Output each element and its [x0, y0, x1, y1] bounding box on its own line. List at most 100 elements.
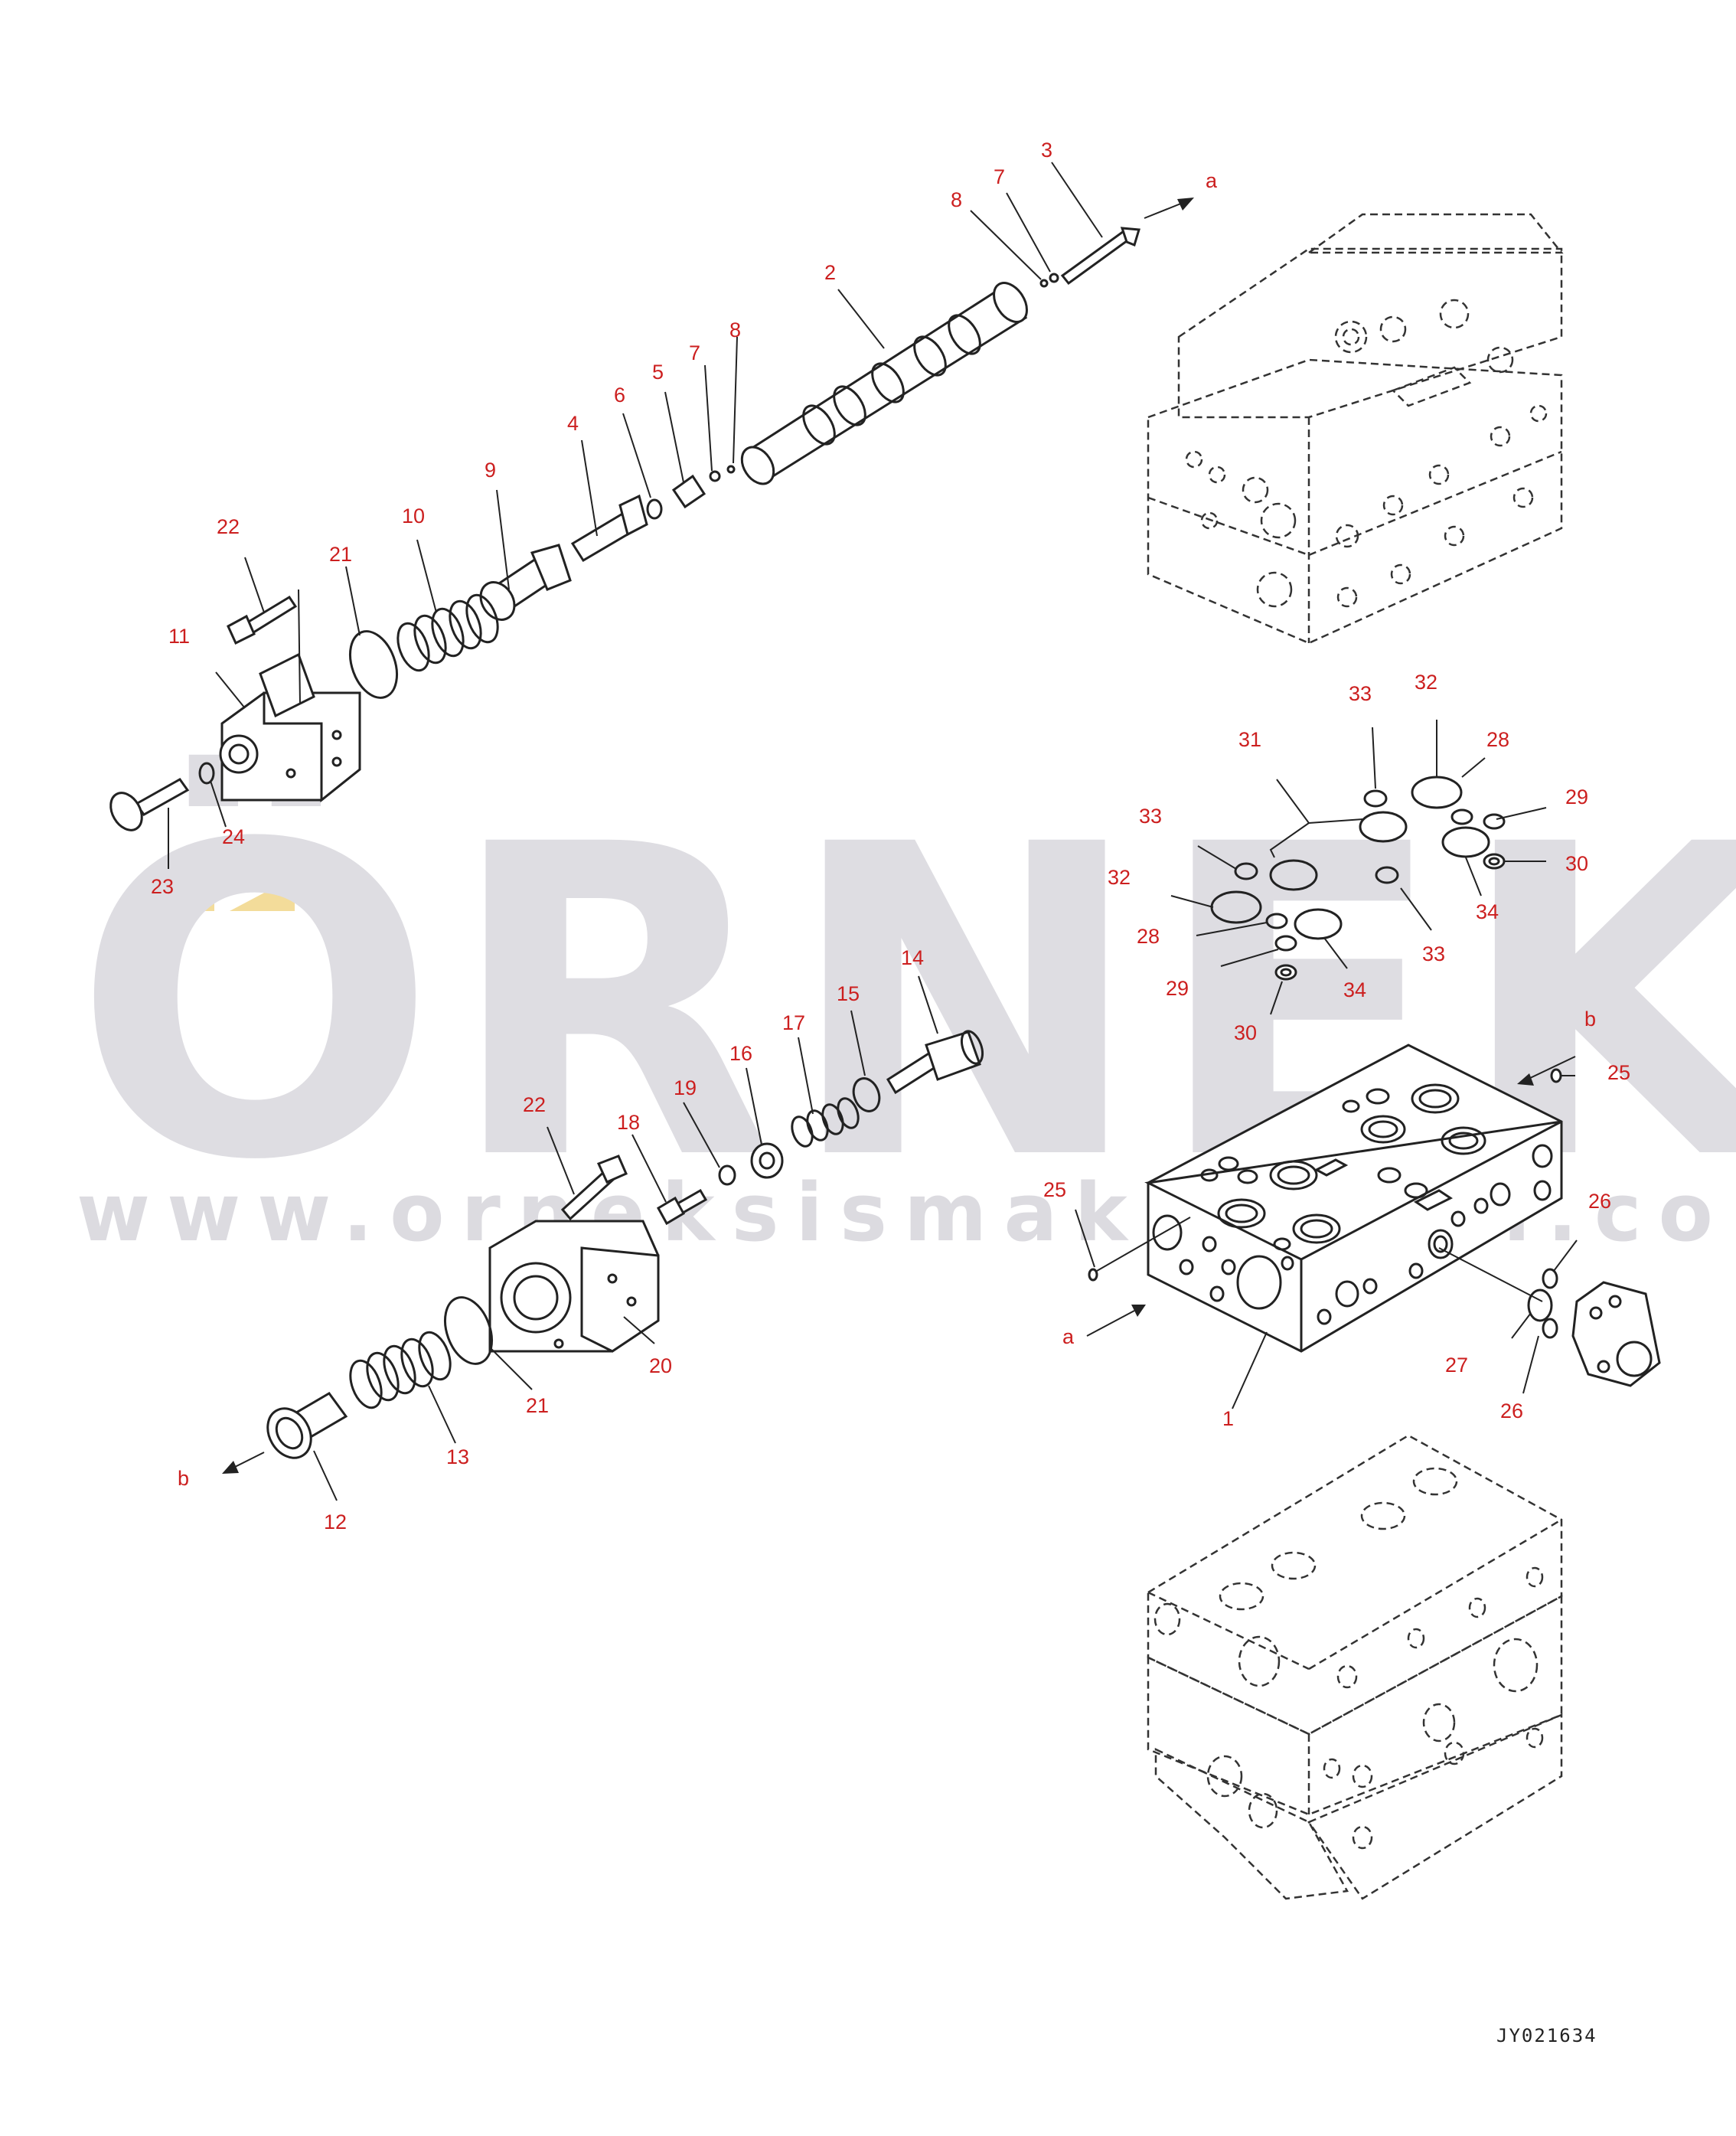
washer-part-6 [646, 498, 663, 520]
callout-34: 34 [1476, 900, 1499, 923]
arrow-letter-a-upper: a [1206, 169, 1218, 192]
drawing-code: JY021634 [1496, 2025, 1597, 2046]
callout-1: 1 [1222, 1407, 1234, 1430]
callout-19: 19 [674, 1076, 697, 1099]
o-ring-part-21-upper [349, 630, 398, 699]
callout-30: 30 [1565, 852, 1588, 875]
valve-part-14 [886, 1030, 984, 1095]
bolt-part-22-upper [227, 595, 298, 645]
callout-17: 17 [782, 1011, 805, 1034]
ring-part-7-upper [1049, 273, 1059, 283]
arrow-b-body [1517, 1056, 1576, 1086]
flow-arrow-letters: a b a b [178, 169, 1596, 1490]
stopper-part-4 [570, 494, 648, 563]
ring-part-8 [726, 465, 736, 474]
o-ring-part-34-b [1294, 908, 1343, 940]
callout-12: 12 [324, 1511, 347, 1533]
plug-part-23 [109, 778, 190, 831]
retainer-part-9 [479, 544, 572, 621]
o-ring-part-33-c [1234, 862, 1258, 880]
callout-6: 6 [614, 384, 625, 407]
callout-3: 3 [1041, 139, 1052, 162]
o-ring-part-26-b [1542, 1318, 1558, 1339]
callout-29: 29 [1166, 977, 1189, 1000]
callout-9: 9 [485, 459, 496, 482]
callout-8: 8 [729, 318, 741, 341]
callout-33: 33 [1422, 942, 1445, 965]
callout-31: 31 [1238, 728, 1261, 751]
callout-32: 32 [1108, 866, 1131, 889]
o-ring-part-28-b [1265, 913, 1288, 929]
callout-22: 22 [217, 515, 240, 538]
callout-7: 7 [994, 165, 1005, 188]
callout-labels: 3 7 8 2 8 7 5 6 4 9 10 21 22 11 24 23 33… [151, 139, 1630, 1533]
ring-part-8-upper [1039, 279, 1049, 288]
valve-body-part-1 [1086, 1044, 1576, 1353]
plug-part-25-left [1088, 1268, 1098, 1282]
leader-lines [168, 162, 1578, 1501]
side-cap-body [1571, 1281, 1661, 1387]
callout-24: 24 [222, 825, 245, 848]
o-ring-part-15 [852, 1077, 881, 1112]
bolt-part-18 [656, 1188, 708, 1226]
ring-part-7 [709, 470, 721, 482]
arrow-letter-a-body: a [1062, 1325, 1075, 1348]
callout-20: 20 [649, 1354, 672, 1377]
arrow-a-upper [1144, 198, 1194, 219]
o-ring-part-29-a [1483, 813, 1506, 830]
cap-part-20 [488, 1220, 660, 1353]
bolt-part-22-lower [560, 1155, 628, 1221]
nut-part-5 [671, 474, 706, 509]
lower-spool-assembly [222, 1030, 984, 1474]
spring-part-13 [349, 1331, 452, 1409]
callout-25: 25 [1043, 1178, 1066, 1201]
spring-part-10 [396, 593, 499, 672]
callout-25: 25 [1607, 1061, 1630, 1084]
o-ring-part-29-b [1274, 935, 1297, 952]
spool-part-2 [740, 282, 1028, 485]
callout-26: 26 [1588, 1190, 1611, 1213]
o-ring-part-24 [198, 762, 215, 785]
arrow-letter-b-body: b [1584, 1008, 1596, 1030]
arrow-letter-b-lower: b [178, 1467, 189, 1490]
o-ring-part-26-a [1542, 1268, 1558, 1289]
arrow-a-body [1086, 1305, 1146, 1337]
callout-18: 18 [617, 1111, 640, 1134]
callout-15: 15 [837, 982, 860, 1005]
watermark-umlaut-left [149, 880, 214, 911]
side-cap-assembly [1527, 1268, 1661, 1387]
callout-14: 14 [901, 946, 924, 969]
callout-4: 4 [567, 412, 579, 435]
cap-part-11 [219, 652, 361, 803]
callout-7: 7 [689, 341, 700, 364]
callout-11: 11 [168, 625, 190, 648]
poppet-part-16 [750, 1142, 784, 1179]
washer-part-30-b [1274, 964, 1297, 981]
o-ring-part-34-a [1441, 826, 1490, 858]
retainer-part-12 [266, 1392, 348, 1459]
callout-13: 13 [446, 1445, 469, 1468]
upper-spool-assembly [109, 198, 1194, 831]
o-ring-part-33-b [1375, 866, 1399, 884]
arrow-b-lower [222, 1452, 265, 1474]
o-ring-part-28-a [1450, 808, 1473, 825]
rod-part-3 [1060, 227, 1140, 286]
watermark-umlaut-right [230, 877, 295, 911]
callout-28: 28 [1486, 728, 1509, 751]
reference-valve-stack-upper [1147, 213, 1564, 645]
callout-33: 33 [1349, 682, 1372, 705]
callout-5: 5 [652, 361, 664, 384]
callout-21: 21 [526, 1394, 549, 1417]
callout-27: 27 [1445, 1354, 1468, 1377]
callout-16: 16 [729, 1042, 752, 1065]
callout-34: 34 [1343, 978, 1366, 1001]
callout-22: 22 [523, 1093, 546, 1116]
callout-29: 29 [1565, 785, 1588, 808]
callout-10: 10 [402, 505, 425, 527]
washer-part-19 [718, 1164, 736, 1186]
o-ring-part-21-lower [444, 1296, 493, 1365]
o-ring-part-27 [1527, 1288, 1553, 1322]
callout-21: 21 [329, 543, 352, 566]
o-ring-part-33-a [1363, 789, 1388, 808]
